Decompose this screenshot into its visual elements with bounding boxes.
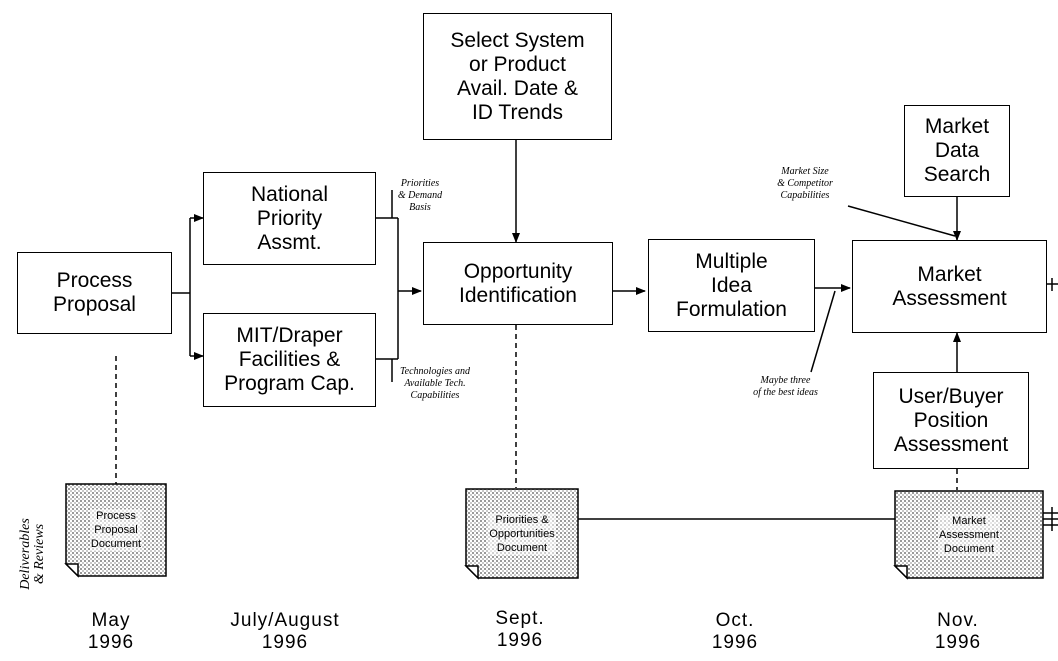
process-proposal-document-label: Process Proposal Document: [89, 509, 143, 551]
document-fold-priorities: [464, 565, 479, 580]
deliverables-reviews-label: Deliverables & Reviews: [18, 518, 47, 590]
user-buyer-box: User/Buyer Position Assessment: [873, 372, 1029, 469]
select-system-box: Select System or Product Avail. Date & I…: [423, 13, 612, 140]
process-proposal-box: Process Proposal: [17, 252, 172, 334]
market-assessment-document: Market Assessment Document: [895, 491, 1043, 578]
multiple-idea-box: Multiple Idea Formulation: [648, 239, 815, 332]
note-technologies: Technologies and Available Tech. Capabil…: [400, 366, 470, 401]
market-assessment-box: Market Assessment: [852, 240, 1047, 333]
document-fold-market: [893, 565, 908, 580]
priorities-opportunities-document-label: Priorities & Opportunities Document: [488, 512, 556, 555]
market-assessment-label: Market Assessment: [892, 262, 1007, 310]
opportunity-identification-box: Opportunity Identification: [423, 242, 613, 325]
note-market-size: Market Size & Competitor Capabilities: [777, 166, 833, 201]
market-assessment-document-label: Market Assessment Document: [938, 513, 1000, 556]
national-priority-box: National Priority Assmt.: [203, 172, 376, 265]
process-proposal-document: Process Proposal Document: [66, 484, 166, 576]
date-july-august: July/August 1996: [230, 610, 340, 653]
mit-draper-label: MIT/Draper Facilities & Program Cap.: [224, 324, 355, 395]
leader-maybe-three: [810, 290, 836, 373]
priorities-opportunities-document: Priorities & Opportunities Document: [466, 489, 578, 578]
market-data-search-label: Market Data Search: [923, 115, 991, 186]
national-priority-label: National Priority Assmt.: [250, 182, 329, 254]
market-data-search-box: Market Data Search: [904, 105, 1010, 197]
note-maybe-three: Maybe three of the best ideas: [753, 375, 818, 398]
opportunity-identification-label: Opportunity Identification: [459, 259, 577, 307]
select-system-label: Select System or Product Avail. Date & I…: [450, 28, 585, 124]
note-priorities-demand: Priorities & Demand Basis: [397, 178, 443, 213]
leader-market-size: [847, 205, 956, 237]
multiple-idea-label: Multiple Idea Formulation: [676, 249, 787, 321]
process-proposal-label: Process Proposal: [53, 269, 136, 316]
document-fold-process: [64, 563, 79, 578]
date-may: May 1996: [87, 610, 135, 653]
date-oct: Oct. 1996: [711, 610, 759, 653]
date-sept: Sept. 1996: [495, 608, 545, 651]
date-nov: Nov. 1996: [934, 610, 982, 653]
user-buyer-label: User/Buyer Position Assessment: [893, 384, 1009, 456]
mit-draper-box: MIT/Draper Facilities & Program Cap.: [203, 313, 376, 407]
